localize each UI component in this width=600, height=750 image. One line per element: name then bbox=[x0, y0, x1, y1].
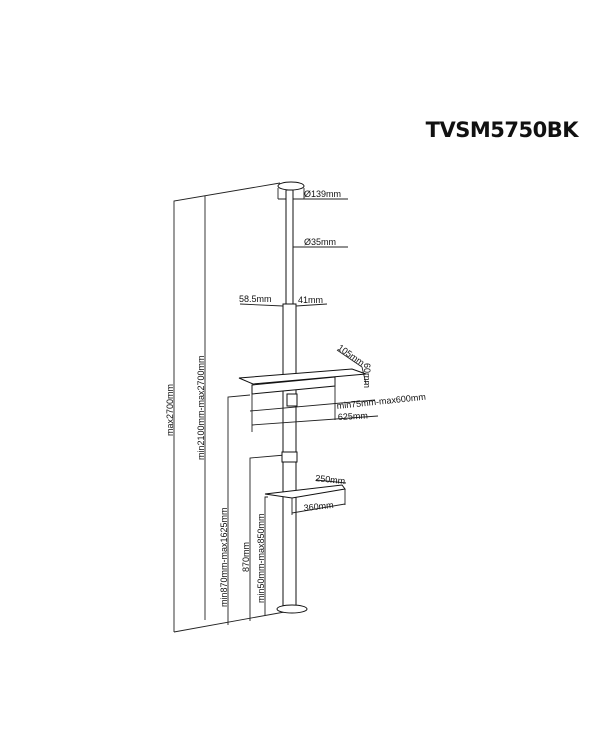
ceiling-plate bbox=[277, 181, 305, 191]
label-lower-shelf-width: 360mm bbox=[303, 500, 334, 513]
product-model-title: TVSM5750BK bbox=[425, 118, 579, 142]
label-vesa-range: min75mm-max600mm bbox=[336, 392, 426, 411]
tv-bracket-shelf bbox=[238, 349, 379, 432]
label-shelf-depth: 105mm bbox=[336, 342, 366, 367]
label-pole-diameter: Ø35mm bbox=[304, 237, 336, 247]
label-sleeve-right: 41mm bbox=[298, 295, 323, 305]
label-sleeve-left: 58.5mm bbox=[239, 294, 272, 304]
label-lower-shelf-range: min50mm-max850mm bbox=[256, 513, 266, 603]
label-fixed-height: 870mm bbox=[241, 542, 251, 572]
floor-base bbox=[276, 604, 308, 614]
label-shelf-height: 60mm bbox=[362, 363, 372, 388]
label-total-height: max2700mm bbox=[165, 384, 175, 436]
label-shelf-width: 625mm bbox=[338, 410, 368, 422]
label-lower-shelf-depth: 250mm bbox=[315, 473, 346, 486]
dimension-lines bbox=[173, 182, 291, 633]
lower-shelf bbox=[264, 479, 347, 515]
upper-pole bbox=[285, 189, 294, 306]
label-ceiling-range: min2100mm-max2700mm bbox=[196, 355, 206, 460]
label-tv-height-range: min870mm-max1625mm bbox=[219, 507, 229, 607]
label-top-plate-diameter: Ø139mm bbox=[304, 189, 341, 199]
